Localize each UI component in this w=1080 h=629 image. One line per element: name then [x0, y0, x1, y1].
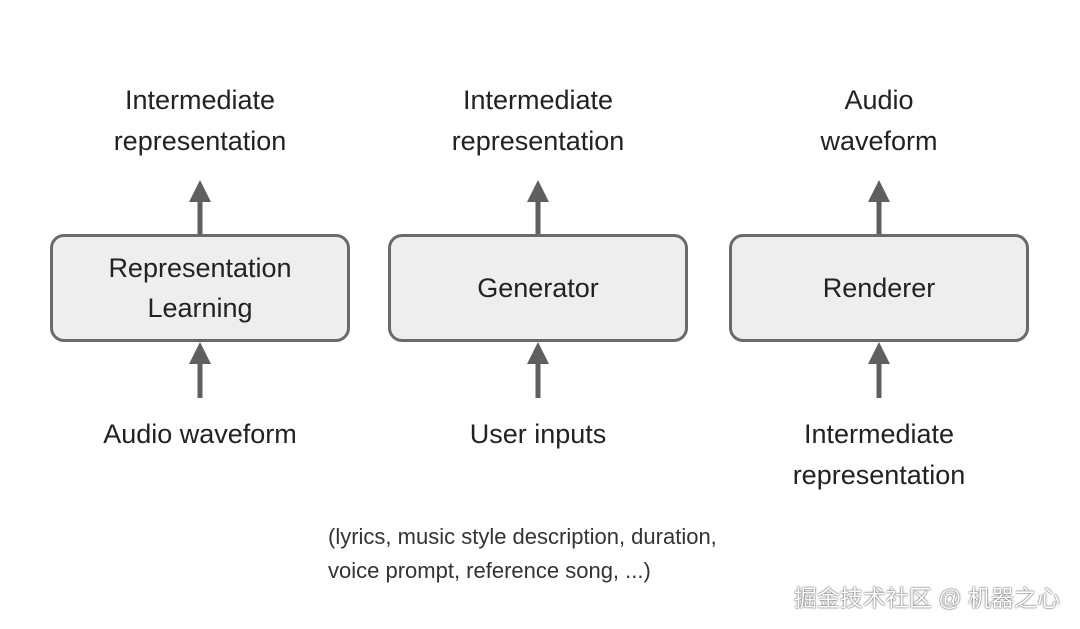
stage3-input-line1: Intermediate: [803, 419, 955, 449]
stage1-output-label: Intermediate representation: [50, 80, 350, 162]
stage2-output-arrow-icon: [527, 180, 549, 236]
stage3-output-label: Audio waveform: [729, 80, 1029, 162]
stage2-input-label: User inputs: [388, 414, 688, 455]
stage2-input-arrow-icon: [527, 342, 549, 398]
stage2-output-line2: representation: [451, 126, 625, 156]
stage3-input-label: Intermediate representation: [729, 414, 1029, 496]
user-inputs-note: (lyrics, music style description, durati…: [328, 520, 717, 588]
stage3-output-arrow-icon: [868, 180, 890, 236]
stage1-input-label: Audio waveform: [50, 414, 350, 455]
representation-learning-box: Representation Learning: [50, 234, 350, 342]
note-line1: (lyrics, music style description, durati…: [328, 524, 717, 549]
generator-box: Generator: [388, 234, 688, 342]
stage1-input-arrow-icon: [189, 342, 211, 398]
stage1-output-arrow-icon: [189, 180, 211, 236]
stage3-module-line1: Renderer: [822, 273, 936, 303]
stage2-input-line1: User inputs: [469, 419, 607, 449]
stage1-module-line2: Learning: [147, 293, 253, 323]
stage3-output-line2: waveform: [820, 126, 938, 156]
stage3-input-line2: representation: [792, 460, 966, 490]
stage3-output-line1: Audio: [844, 85, 914, 115]
stage3-input-arrow-icon: [868, 342, 890, 398]
watermark: 掘金技术社区 @ 机器之心: [793, 585, 1060, 611]
stage1-module-line1: Representation: [108, 253, 292, 283]
renderer-box: Renderer: [729, 234, 1029, 342]
stage2-module-line1: Generator: [477, 273, 599, 303]
stage1-output-line2: representation: [113, 126, 287, 156]
stage1-input-line1: Audio waveform: [103, 419, 297, 449]
stage2-output-label: Intermediate representation: [388, 80, 688, 162]
stage1-output-line1: Intermediate: [124, 85, 276, 115]
stage2-output-line1: Intermediate: [462, 85, 614, 115]
note-line2: voice prompt, reference song, ...): [328, 558, 651, 583]
